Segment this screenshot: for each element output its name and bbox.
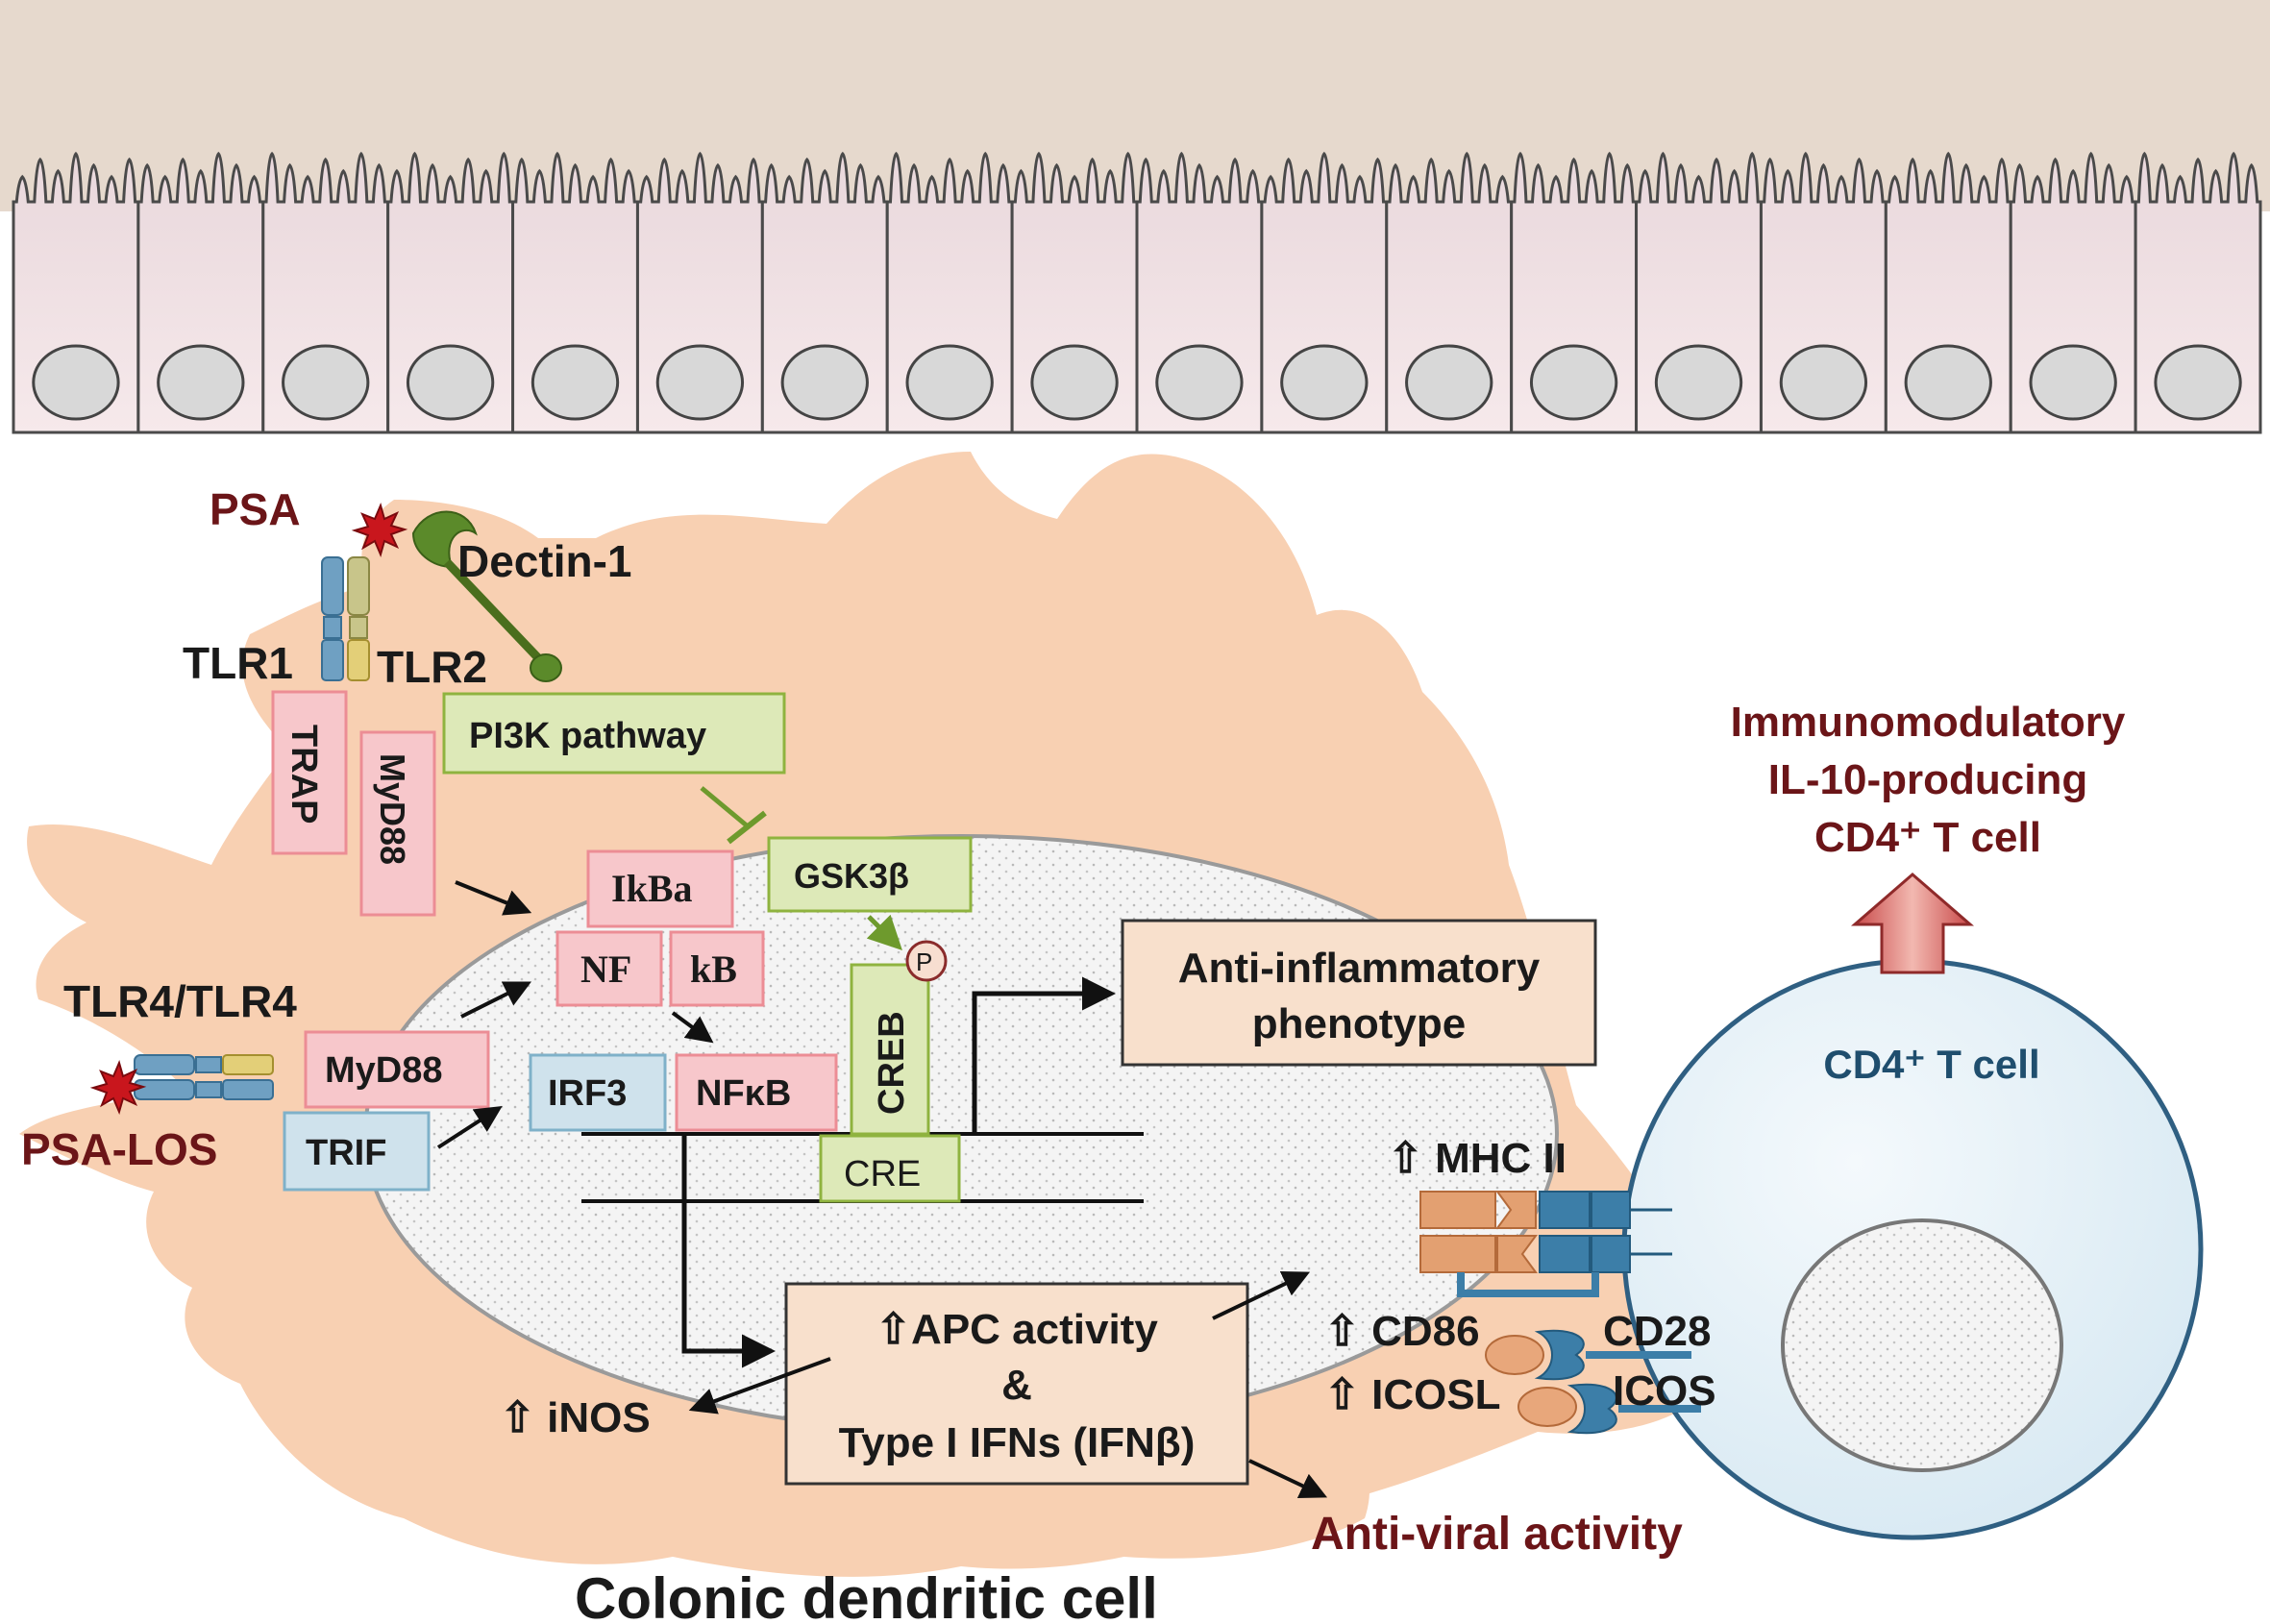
arrow-trif-to-irf3 (436, 1105, 503, 1149)
epithelial-nucleus (2029, 344, 2117, 421)
epithelial-nucleus (1405, 344, 1493, 421)
tlr1-label: TLR1 (183, 638, 293, 688)
anti-inflammatory-box (1121, 919, 1597, 1067)
psa-molecule-icon (351, 503, 408, 557)
il10-producing-label: IL-10-producing (1768, 756, 2087, 803)
and-label: & (1001, 1362, 1032, 1409)
nfkb-label: NFκB (696, 1073, 791, 1114)
epithelial-nucleus (1904, 344, 1992, 421)
nf-box (555, 930, 663, 1007)
arrow-nfkb-release (671, 1011, 714, 1044)
gsk3b-label: GSK3β (794, 856, 909, 896)
p-label: P (916, 947, 932, 976)
icos-label: ICOS (1613, 1367, 1716, 1415)
t-cell-label: CD4⁺ T cell (1823, 1042, 2039, 1087)
ikba-box (586, 849, 734, 928)
epithelial-nucleus (530, 344, 620, 421)
t-cell-nucleus (1781, 1218, 2063, 1472)
arrow-to-antiviral (1248, 1459, 1328, 1499)
psa-label: PSA (210, 484, 301, 534)
epithelial-nucleus (780, 344, 869, 421)
arrow-to-inos (688, 1357, 831, 1415)
trif-box (283, 1111, 431, 1192)
kb-label: kB (690, 947, 737, 991)
arrow-myd88-to-nf (460, 981, 532, 1019)
phospho-badge (905, 940, 948, 982)
trap-box (271, 690, 348, 855)
arrow-to-mhc (1212, 1271, 1311, 1320)
icosl-label: ⇧ ICOSL (1324, 1371, 1501, 1418)
epithelial-nucleus (406, 344, 495, 421)
arrow-to-apc-activity (681, 1134, 776, 1368)
phenotype-label: phenotype (1252, 1000, 1466, 1047)
anti-inflammatory-label: Anti-inflammatory (1178, 945, 1541, 992)
cre-label: CRE (844, 1154, 921, 1194)
epithelial-nucleus (905, 344, 994, 421)
tlr4-receptor (134, 1054, 274, 1100)
irf3-box (529, 1053, 667, 1132)
cd86-label: ⇧ CD86 (1324, 1308, 1480, 1355)
cell-title: Colonic dendritic cell (575, 1566, 1158, 1624)
inhibition-bar (727, 810, 767, 845)
nfkb-box (675, 1053, 838, 1132)
pi3k-label: PI3K pathway (469, 716, 706, 756)
arrow-myd88-to-ikba (455, 880, 532, 916)
cd28-label: CD28 (1603, 1308, 1712, 1355)
trif-label: TRIF (306, 1133, 386, 1173)
cd4-t-cell-title-label: CD4⁺ T cell (1814, 814, 2041, 861)
psa-los-molecule-icon (89, 1060, 147, 1115)
arrow-to-anti-inflammatory (972, 976, 1116, 1134)
epithelial-nucleus (1280, 344, 1369, 421)
epithelial-nucleus (655, 344, 745, 421)
creb-box (850, 963, 930, 1136)
nf-label: NF (580, 947, 631, 991)
psa-los-label: PSA-LOS (21, 1124, 217, 1174)
ikba-label: IkBa (611, 867, 693, 910)
cd86-cd28-pair (1485, 1329, 1691, 1381)
icosl-icos-pair (1517, 1383, 1701, 1435)
epithelial-nucleus (1155, 344, 1244, 421)
epithelial-nucleus (1654, 344, 1743, 421)
tlr2-label: TLR2 (377, 642, 487, 692)
creb-label: CREB (872, 1011, 912, 1115)
immunomodulatory-label: Immunomodulatory (1731, 699, 2126, 746)
type-i-ifn-label: Type I IFNs (IFNβ) (839, 1419, 1196, 1466)
tlr1-tlr2-receptor (321, 556, 370, 681)
pi3k-box (442, 692, 786, 775)
epithelial-nucleus (1779, 344, 1868, 421)
epithelial-layer (12, 151, 2262, 434)
myd88-top-label: MyD88 (373, 753, 412, 865)
up-arrow-immunomodulatory (1850, 873, 1975, 974)
epithelial-nucleus (1529, 344, 1618, 421)
epithelial-nucleus (32, 344, 120, 421)
dectin1-label: Dectin-1 (457, 536, 631, 586)
epithelial-nucleus (157, 344, 245, 421)
mhc-ii-complex (1419, 1191, 1672, 1297)
arrow-gsk3b-to-creb (866, 914, 902, 950)
apc-activity-box (784, 1282, 1249, 1486)
epithelial-nucleus (2154, 344, 2242, 421)
antiviral-label: Anti-viral activity (1311, 1509, 1683, 1560)
epithelial-nucleus (282, 344, 370, 421)
inos-label: ⇧ iNOS (500, 1394, 651, 1441)
myd88-mid-box (304, 1030, 490, 1109)
mhc-label: ⇧ MHC II (1388, 1135, 1567, 1182)
dendrite-lower (1009, 1420, 1369, 1559)
tlr4-label: TLR4/TLR4 (63, 976, 297, 1026)
trap-label: TRAP (284, 725, 324, 824)
myd88-mid-label: MyD88 (325, 1050, 443, 1091)
cre-box (819, 1134, 961, 1203)
gsk3b-box (767, 836, 973, 913)
myd88-top-box (359, 730, 436, 917)
irf3-label: IRF3 (548, 1073, 627, 1114)
dectin-1-receptor (411, 510, 562, 682)
epithelial-nucleus (1030, 344, 1119, 421)
kb-box (669, 930, 765, 1007)
apc-activity-label: ⇧APC activity (876, 1306, 1158, 1353)
arrow-pi3k-inhibits-gsk3b (700, 786, 750, 828)
